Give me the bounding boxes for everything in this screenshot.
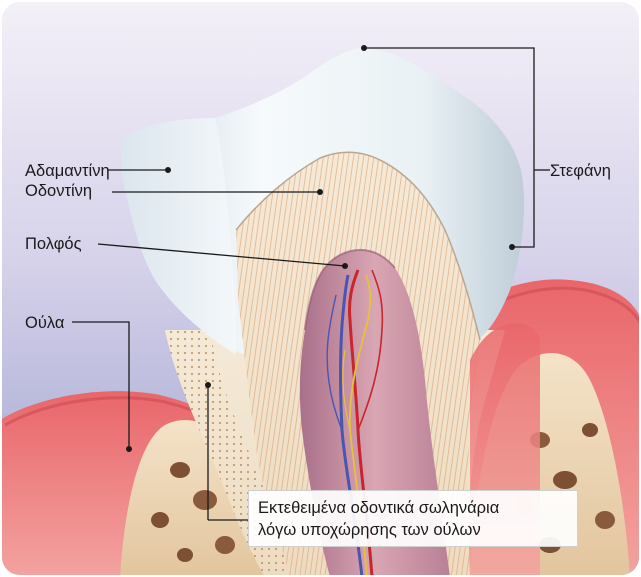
label-gum: Ούλα: [25, 315, 64, 332]
label-dentin: Οδοντίνη: [25, 183, 92, 200]
label-enamel: Αδαμαντίνη: [25, 163, 110, 180]
caption-box: Εκτεθειμένα οδοντικά σωληνάρια λόγω υποχ…: [248, 490, 578, 547]
label-crown: Στεφάνη: [550, 163, 611, 180]
caption-line-2: λόγω υποχώρησης των ούλων: [258, 519, 568, 541]
caption-line-1: Εκτεθειμένα οδοντικά σωληνάρια: [258, 497, 568, 519]
label-pulp: Πολφός: [25, 236, 82, 253]
